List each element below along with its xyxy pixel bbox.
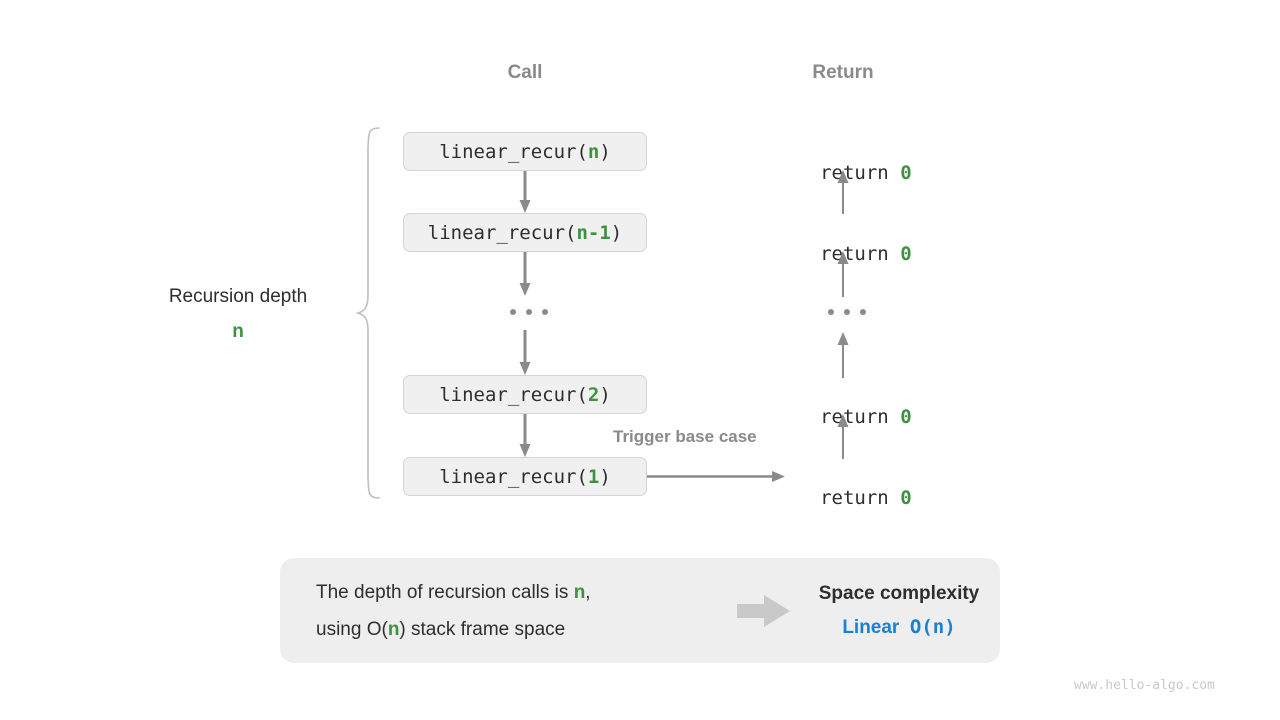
summary-line-1: The depth of recursion calls is n, [316,574,716,611]
call-frame-box[interactable]: linear_recur(n) [403,132,647,171]
space-complexity-result: Linear O(n) [812,616,986,639]
recursion-depth-brace [355,127,380,499]
call-frame-arg: n [587,140,600,163]
call-frame-arg: 2 [587,383,600,406]
return-label: return 0 [743,384,943,450]
summary-line1-text-a: The depth of recursion calls is [316,581,574,603]
call-frame-arg: 1 [587,465,600,488]
return-label: return 0 [743,465,943,531]
call-frame-suffix: ) [610,221,623,244]
call-frame-suffix: ) [599,383,611,406]
call-arrow-down-icon [519,330,531,375]
call-frame-prefix: linear_recur( [439,465,588,488]
complexity-kind: Linear [842,616,900,638]
call-frame-prefix: linear_recur( [439,140,588,163]
summary-conclusion: Space complexity Linear O(n) [812,583,1000,639]
trigger-arrow-right-icon [647,471,785,482]
return-stack-ellipsis-icon [828,309,866,315]
call-frame-box[interactable]: linear_recur(1) [403,457,647,496]
call-arrow-down-icon [519,252,531,296]
return-arrow-up-icon [837,251,849,297]
call-arrow-down-icon [519,171,531,213]
return-value: 0 [900,487,912,509]
space-complexity-title: Space complexity [818,582,980,604]
call-frame-prefix: linear_recur( [439,383,588,406]
call-frame-suffix: ) [599,140,611,163]
return-label: return 0 [743,221,943,287]
summary-line1-text-b: , [585,581,591,603]
summary-description: The depth of recursion calls is n, using… [280,574,716,648]
recursion-depth-variable: n [232,321,244,342]
return-keyword: return [820,487,901,509]
return-label: return 0 [743,140,943,206]
return-keyword: return [820,406,901,428]
call-frame-box[interactable]: linear_recur(2) [403,375,647,414]
summary-arrow-cell [716,594,812,628]
call-arrow-down-icon [519,414,531,457]
return-value: 0 [900,406,912,428]
column-header-call: Call [507,62,543,83]
call-frame-box[interactable]: linear_recur(n-1) [403,213,647,252]
summary-line2-text-a: using O( [316,618,388,640]
summary-arrow-right-icon [737,594,790,627]
call-frame-prefix: linear_recur( [427,221,577,244]
summary-line-2: using O(n) stack frame space [316,611,716,648]
summary-line1-variable: n [573,581,586,603]
return-arrow-up-icon [837,170,849,214]
return-arrow-up-icon [837,414,849,459]
call-frame-arg: n-1 [576,221,611,244]
complexity-notation: O(n) [909,615,956,638]
summary-panel: The depth of recursion calls is n, using… [280,558,1000,663]
summary-line2-text-b: ) stack frame space [399,618,566,640]
return-value: 0 [900,162,912,184]
watermark: www.hello-algo.com [1074,678,1215,693]
return-keyword: return [820,162,901,184]
trigger-base-case-label: Trigger base case [613,427,757,446]
return-keyword: return [820,243,901,265]
call-stack-ellipsis-icon [510,309,548,315]
column-header-return: Return [812,62,874,83]
call-frame-suffix: ) [599,465,611,488]
recursion-depth-text: Recursion depth [168,286,308,307]
summary-line2-variable: n [387,618,400,640]
return-value: 0 [900,243,912,265]
recursion-depth-label: Recursion depth n [138,286,338,343]
return-arrow-up-icon [837,332,849,378]
